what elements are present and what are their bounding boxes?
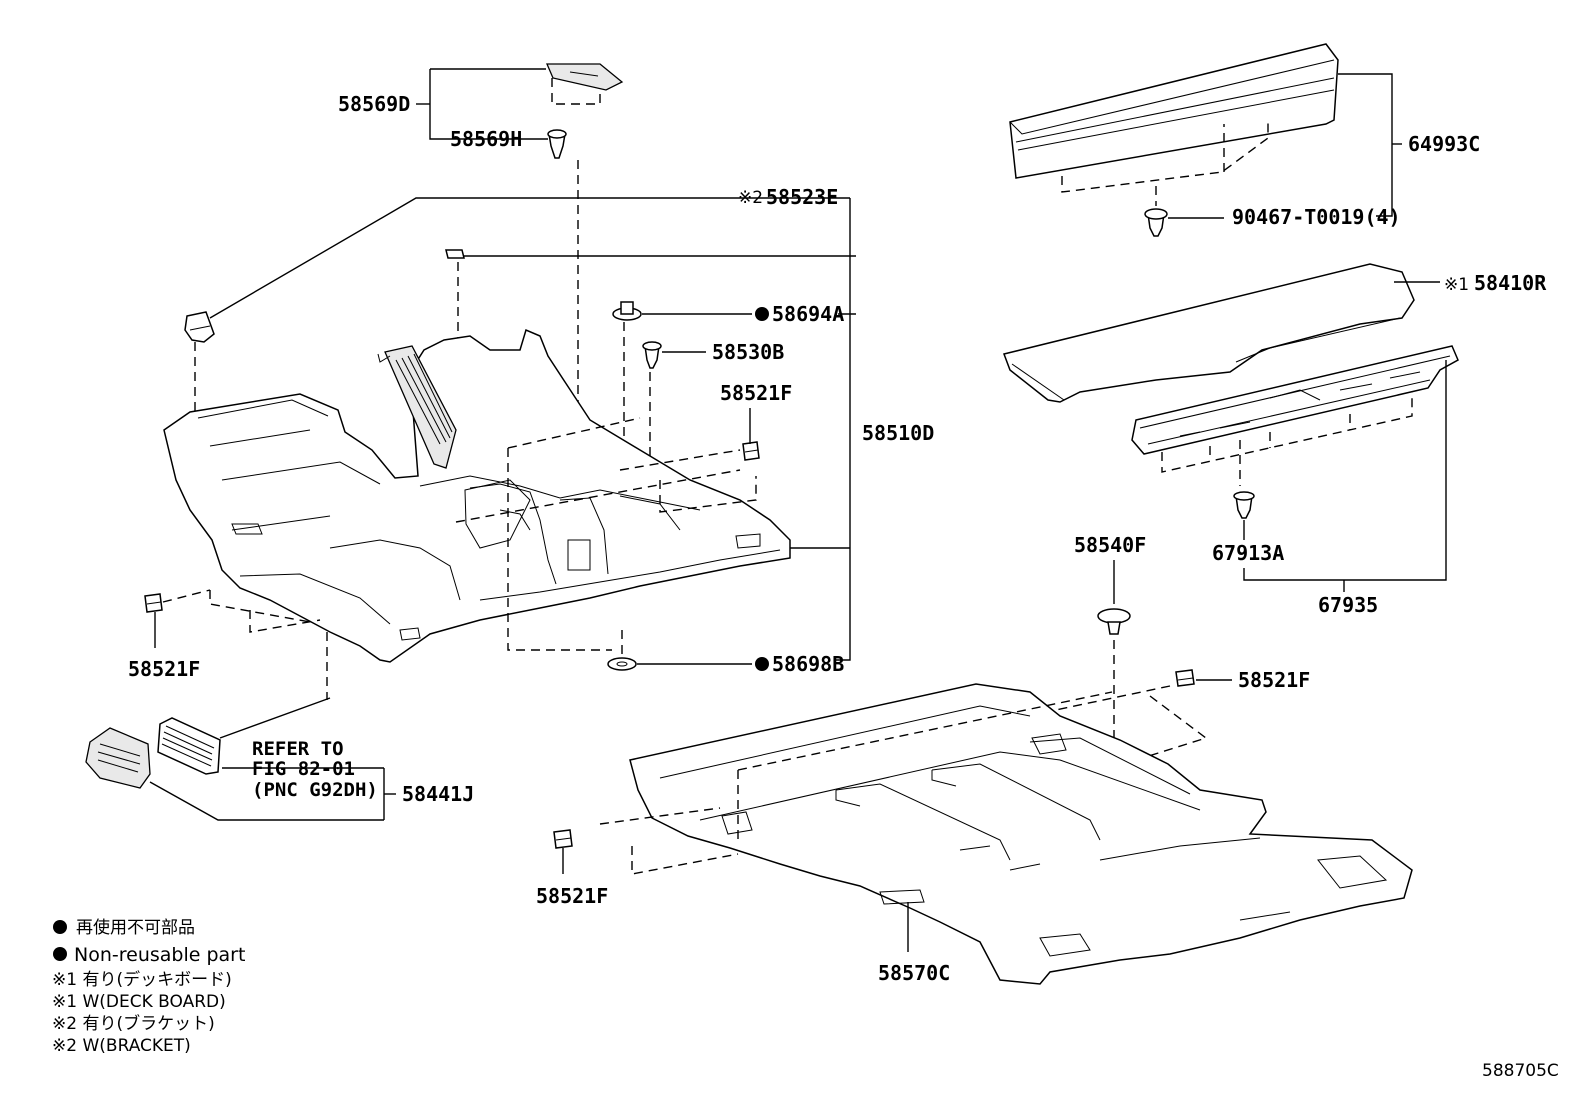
part-58540F-clip: [1097, 608, 1131, 635]
label-58569D[interactable]: 58569D: [338, 92, 410, 116]
label-58441J[interactable]: 58441J: [402, 782, 474, 806]
non-reusable-dot-icon-2: [755, 657, 769, 671]
part-90467-clip: [1144, 208, 1168, 237]
label-58410R[interactable]: 58410R: [1474, 271, 1547, 295]
part-58521F-clip-bottom: [553, 829, 573, 849]
label-58521F-bottom[interactable]: 58521F: [536, 884, 608, 908]
part-58530B-clip: [642, 341, 662, 369]
part-58441J-mat-grey: [85, 727, 151, 789]
label-58521F-left[interactable]: 58521F: [128, 657, 200, 681]
part-58441J-mat-black: [157, 717, 221, 775]
part-58521F-clip-left: [144, 593, 163, 613]
part-58569D-plate: [546, 63, 624, 91]
legend-note1-jp: ※1 有り(デッキボード): [52, 969, 232, 990]
refer-line-3[interactable]: (PNC G92DH): [252, 779, 378, 801]
label-58698B[interactable]: 58698B: [772, 652, 844, 676]
part-58523E-bracket: [184, 311, 215, 343]
part-58510D-front-carpet: [163, 328, 791, 663]
non-reusable-dot-icon: [755, 307, 769, 321]
label-58570C[interactable]: 58570C: [878, 961, 950, 985]
part-58521F-clip-top: [742, 441, 760, 461]
label-67913A[interactable]: 67913A: [1212, 541, 1284, 565]
label-58523E[interactable]: 58523E: [766, 185, 838, 209]
label-58521F-top[interactable]: 58521F: [720, 381, 792, 405]
part-67913A-clip: [1233, 491, 1255, 519]
label-58521F-right[interactable]: 58521F: [1238, 668, 1310, 692]
label-58523E-mark: ※2: [738, 188, 763, 208]
legend: 再使用不可部品 Non-reusable part ※1 有り(デッキボード) …: [52, 917, 245, 1056]
figure-code: 588705C: [1482, 1061, 1559, 1081]
label-58694A[interactable]: 58694A: [772, 302, 844, 326]
label-58410R-mark: ※1: [1444, 275, 1469, 295]
label-58510D[interactable]: 58510D: [862, 421, 934, 445]
legend-jp-nonreusable: 再使用不可部品: [76, 917, 195, 938]
part-58410R-deck-board: [1003, 263, 1415, 403]
legend-dot-icon: [53, 920, 67, 934]
refer-line-2[interactable]: FIG 82-01: [252, 758, 355, 780]
label-58530B[interactable]: 58530B: [712, 340, 784, 364]
legend-note1-en: ※1 W(DECK BOARD): [52, 992, 226, 1012]
legend-en-nonreusable: Non-reusable part: [74, 944, 245, 966]
part-58569H-clip: [547, 129, 567, 159]
legend-dot-icon-2: [53, 947, 67, 961]
label-58540F[interactable]: 58540F: [1074, 533, 1146, 557]
part-64993C-step-plate: [1009, 43, 1339, 179]
part-67935-scuff-plate: [1131, 345, 1459, 455]
part-58694A-grommet: [612, 301, 642, 321]
label-90467[interactable]: 90467-T0019(4): [1232, 205, 1401, 229]
legend-note2-en: ※2 W(BRACKET): [52, 1036, 191, 1056]
part-58698B-grommet: [607, 657, 637, 671]
label-58569H[interactable]: 58569H: [450, 127, 522, 151]
legend-note2-jp: ※2 有り(ブラケット): [52, 1013, 215, 1034]
label-64993C[interactable]: 64993C: [1408, 132, 1480, 156]
label-67935[interactable]: 67935: [1318, 593, 1378, 617]
part-58521F-clip-right: [1175, 669, 1195, 687]
part-58570C-rear-carpet: [629, 683, 1413, 985]
refer-line-1: REFER TO: [252, 738, 344, 760]
